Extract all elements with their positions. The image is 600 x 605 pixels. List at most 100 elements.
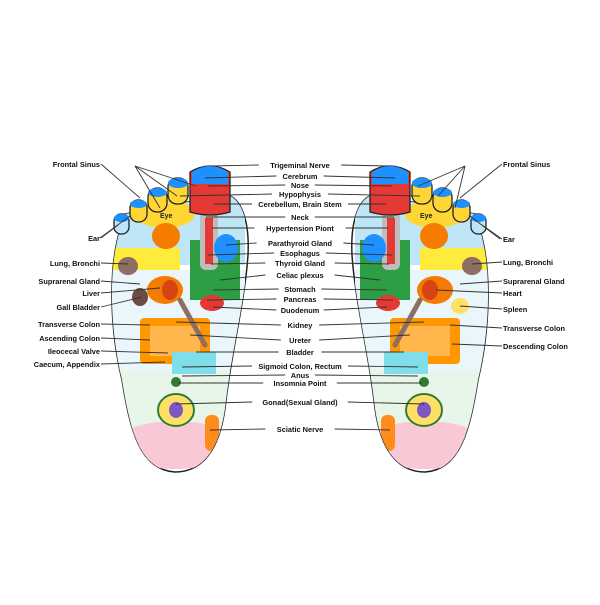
center-label: Kidney	[287, 320, 313, 330]
leader-line-left-side	[100, 287, 161, 294]
right-colon-inner	[400, 326, 450, 356]
center-label: Thyroid Gland	[274, 258, 326, 268]
right-label: Suprarenal Gland	[503, 276, 565, 286]
frontal-sinus-line	[134, 165, 197, 187]
leader-line-right	[323, 175, 396, 179]
right-label: Transverse Colon	[503, 323, 566, 333]
center-label: Stomach	[284, 284, 316, 294]
right-duodenum-zone	[376, 295, 400, 311]
left-parathyroid-zone	[214, 234, 238, 262]
center-label: Cerebrum	[282, 171, 318, 181]
left-pituitary-zone	[152, 223, 180, 249]
left-big-toe-tip	[192, 166, 228, 184]
left-toes	[113, 165, 231, 235]
center-label: Cerebellum, Brain Stem	[258, 199, 342, 209]
leader-lines	[99, 163, 503, 431]
right-foot: Eye	[351, 165, 489, 473]
left-insomnia-point	[171, 377, 181, 387]
frontal-sinus-line	[454, 165, 466, 209]
left-colon-inner	[150, 326, 200, 356]
center-label: Celiac plexus	[276, 270, 324, 280]
leader-line-left	[179, 193, 273, 197]
center-label: Hypertension Piont	[266, 223, 334, 233]
leader-line-right	[347, 401, 425, 405]
center-label: Duodenum	[280, 305, 320, 315]
right-toe-2-tip	[412, 178, 432, 188]
right-label: Ear	[503, 234, 515, 244]
leader-line-left-side	[100, 296, 143, 308]
leader-line-right	[334, 274, 381, 281]
center-label: Pancreas	[283, 294, 317, 304]
leader-line-left	[189, 334, 281, 341]
center-label: Ureter	[289, 335, 311, 345]
left-foot: Eye	[111, 165, 249, 473]
leader-line-right-side	[459, 280, 503, 285]
leader-line-right	[319, 321, 425, 326]
center-label: Anus	[290, 370, 310, 380]
leader-line-left	[212, 288, 279, 291]
leader-line-left-side	[100, 350, 169, 354]
leader-line-right	[319, 334, 411, 341]
center-label: Hypophysis	[279, 189, 321, 199]
left-label: Ascending Colon	[39, 333, 100, 343]
leader-line-left-side	[100, 361, 166, 365]
right-ear-zone	[462, 257, 482, 275]
center-label: Sigmoid Colon, Rectum	[258, 361, 342, 371]
right-label: Descending Colon	[503, 341, 568, 351]
right-kidney-zone	[422, 280, 438, 300]
center-label: Gonad(Sexual Gland)	[262, 397, 338, 407]
leader-line-left	[212, 306, 277, 311]
right-pituitary-zone	[420, 223, 448, 249]
leader-line-right	[325, 252, 393, 256]
leader-line-left	[181, 365, 253, 368]
leader-line-left	[219, 274, 266, 281]
right-toe-4-tip	[453, 200, 470, 208]
left-sciatic-nerve-zone	[205, 415, 219, 451]
left-label: Caecum, Appendix	[33, 359, 100, 369]
left-bladder-zone	[172, 352, 216, 374]
right-eye-text: Eye	[420, 213, 433, 220]
leader-line-right-side	[459, 305, 503, 310]
leader-line-right	[314, 184, 393, 187]
right-esophagus	[387, 218, 395, 264]
leader-line-right	[343, 242, 375, 246]
right-label: Lung, Bronchi	[503, 257, 554, 267]
frontal-sinus-line	[437, 165, 466, 197]
left-label: Ileocecal Valve	[47, 346, 100, 356]
center-label: Parathyroid Gland	[267, 238, 333, 248]
left-label: Lung, Bronchi	[49, 258, 100, 268]
right-label: Heart	[503, 288, 522, 298]
leader-line-right	[321, 288, 388, 291]
leader-line-left	[211, 164, 259, 167]
right-sciatic-nerve-zone	[381, 415, 395, 451]
leader-line-left	[207, 184, 286, 187]
center-label: Neck	[291, 212, 309, 222]
center-label: Bladder	[286, 347, 314, 357]
leader-line-right	[334, 262, 390, 265]
frontal-sinus-line	[134, 165, 178, 197]
left-toe-2-tip	[168, 178, 188, 188]
right-label: Frontal Sinus	[503, 159, 551, 169]
left-label: Ear	[88, 233, 100, 243]
right-bladder-zone	[384, 352, 428, 374]
leader-line-right-side	[435, 289, 503, 294]
leader-line-right-side	[451, 343, 503, 347]
leader-line-right	[314, 374, 419, 377]
right-insomnia-point	[419, 377, 429, 387]
leader-line-left-side	[100, 280, 141, 285]
left-duodenum-zone	[200, 295, 224, 311]
leader-line-left	[209, 428, 266, 431]
leader-line-right	[341, 164, 389, 167]
leader-line-right	[323, 298, 394, 301]
left-label: Frontal Sinus	[52, 159, 100, 169]
left-toe-3-tip	[148, 188, 167, 197]
right-toes	[369, 165, 487, 235]
right-toe-3-tip	[433, 188, 452, 197]
leader-line-left	[181, 374, 286, 377]
leader-line-right	[334, 428, 391, 431]
leader-line-right	[323, 306, 388, 311]
center-label: Esophagus	[280, 248, 320, 258]
leader-line-left	[210, 262, 266, 265]
